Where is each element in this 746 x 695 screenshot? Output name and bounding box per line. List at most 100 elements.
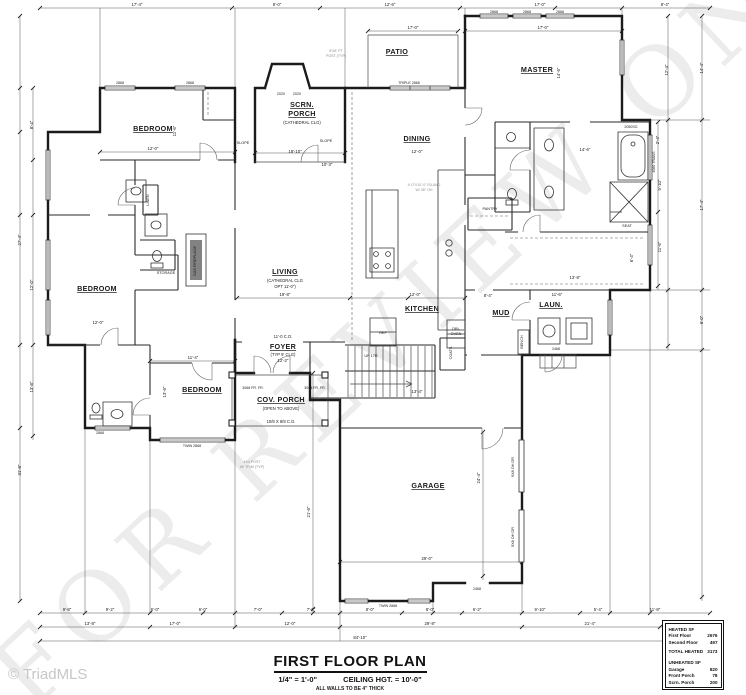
row-label: Scrn. Porch	[668, 680, 695, 686]
dim-label: 29'-8"	[425, 621, 436, 626]
fix-label: SEAT	[622, 224, 632, 228]
room-label-foyer: FOYER	[270, 342, 297, 351]
windows	[45, 13, 653, 604]
dim-label: 17'-0"	[170, 621, 181, 626]
dim-label: 8'-0"	[426, 607, 435, 612]
interior-walls	[48, 88, 650, 429]
double-oven	[446, 319, 466, 349]
dim-label: 21'-6"	[306, 506, 311, 517]
sub-label: OPT 11'-0")	[274, 284, 296, 289]
row-value: 78	[712, 673, 718, 679]
dim-label: 11'-8"	[650, 607, 661, 612]
note-label: W/ TRIM (TYP)	[240, 465, 265, 469]
table-row: Garage 820	[669, 667, 718, 674]
fireplace-box	[190, 240, 202, 280]
fix-label: DBL	[452, 327, 459, 331]
title-block: FIRST FLOOR PLAN 1/4" = 1'-0" CEILING HG…	[150, 653, 550, 692]
dim-label: 12'-6"	[385, 2, 396, 7]
dim-label: 29'-0"	[422, 556, 433, 561]
row-label: Front Porch	[668, 673, 695, 679]
win-label: TWIN 2868	[183, 444, 201, 448]
room-label-bedroom-1: BEDROOM	[133, 124, 173, 133]
dim-label: 17'-0"	[408, 25, 419, 30]
dim-label: 13'-8"	[570, 275, 581, 280]
note-label: 4'-0"X10'-0" ISLAND	[408, 183, 441, 187]
dim-label: 27'-4"	[17, 234, 22, 245]
gas-fireplace	[185, 233, 207, 287]
dim-label: 13'-4"	[412, 389, 423, 394]
heated-header: HEATED SF	[668, 626, 695, 632]
fix-label: GAS FIREPLACE	[193, 245, 197, 276]
win-label: 2020	[277, 92, 285, 96]
win-label: TRIPLE 2868	[398, 81, 420, 85]
dim-label: 12'-0"	[148, 146, 159, 151]
dim-label: 12'-0"	[412, 149, 423, 154]
bath-counter	[125, 179, 147, 203]
dim-label: 11'-6"	[552, 292, 563, 297]
room-label-master: MASTER	[521, 65, 554, 74]
dim-label: 2'-4"	[655, 135, 660, 144]
dim-label: 6'-0"	[151, 607, 160, 612]
room-label-scrn-porch-2: PORCH	[288, 109, 315, 118]
master-tub	[617, 131, 649, 181]
row-value: 200	[709, 680, 718, 686]
dim-label: 21'-4"	[585, 621, 596, 626]
dim-label: 24'-4"	[476, 472, 481, 483]
dim-label: 12'-0"	[29, 279, 34, 290]
dim-label: 19'-8"	[280, 292, 291, 297]
dim-label: 13'-6"	[162, 386, 167, 397]
room-label-laundry: LAUN.	[539, 300, 562, 309]
kitchen-island	[365, 189, 399, 279]
plan-scale: 1/4" = 1'-0"	[278, 675, 318, 684]
dim-label: 11'-6"	[657, 241, 662, 252]
dim-label: 12'-0"	[285, 621, 296, 626]
table-row: Scrn. Porch 200	[669, 680, 718, 687]
dim-label: 31'-8"	[17, 464, 22, 475]
dim-label: 6'-4"	[629, 253, 634, 262]
dim-label: 6'-2"	[473, 607, 482, 612]
sub-label: (CATHEDRAL CLG)	[283, 120, 321, 125]
fix-label: STORAGE	[157, 271, 176, 275]
porch-posts	[228, 371, 329, 427]
room-label-garage: GARAGE	[411, 481, 444, 490]
win-label: 2468	[473, 587, 481, 591]
fix-label: REF	[379, 331, 387, 335]
dim-label: 6'-0"	[699, 315, 704, 324]
dim-label: 12'-4"	[664, 64, 669, 75]
room-label-kitchen: KITCHEN	[405, 304, 439, 313]
dim-label: 9'-2"	[106, 607, 115, 612]
dim-label: 8'-0"	[273, 2, 282, 7]
plan-wall-note: ALL WALLS TO BE 4" THICK	[315, 686, 385, 692]
plan-scale-line: 1/4" = 1'-0" CEILING HGT. = 10'-0"	[150, 675, 550, 684]
dim-label: 14'-6"	[556, 67, 561, 78]
room-label-bedroom-3: BEDROOM	[182, 385, 222, 394]
unheated-header: UNHEATED SF	[668, 660, 701, 666]
dim-label: 84'-10"	[353, 635, 367, 640]
dim-label: 17'-4"	[132, 2, 143, 7]
master-vanity	[533, 127, 565, 211]
dim-label: 14'-6"	[580, 147, 591, 152]
win-label: 4060 TRANS	[652, 151, 656, 173]
dim-label: 7'-0"	[254, 607, 263, 612]
triadmls-copyright: © TriadMLS	[8, 666, 88, 683]
area-summary-table: HEATED SF First Floor 2676 Second Floor …	[662, 620, 724, 690]
win-label: 3068 FR. FR.	[304, 386, 326, 390]
win-label: 2868	[116, 81, 124, 85]
room-label-cov-porch: COV. PORCH	[257, 395, 305, 404]
toilet	[507, 188, 517, 200]
plan-ceiling-height: CEILING HGT. = 10'-0"	[343, 675, 422, 684]
toilet	[152, 250, 162, 262]
fix-label: UP 17R	[364, 354, 377, 358]
dryer	[565, 317, 593, 345]
fixtures	[89, 127, 649, 427]
win-label: TWIN 2868	[379, 604, 397, 608]
dim-label: 17'-4"	[699, 199, 704, 210]
note-label: 4X4 POST	[243, 460, 261, 464]
dim-label: 18'-10"	[288, 149, 302, 154]
dim-label: 7'-0"	[307, 607, 316, 612]
dim-label: 11'-4"	[188, 355, 199, 360]
row-label: First Floor	[668, 633, 692, 639]
row-value: 2676	[707, 633, 718, 639]
